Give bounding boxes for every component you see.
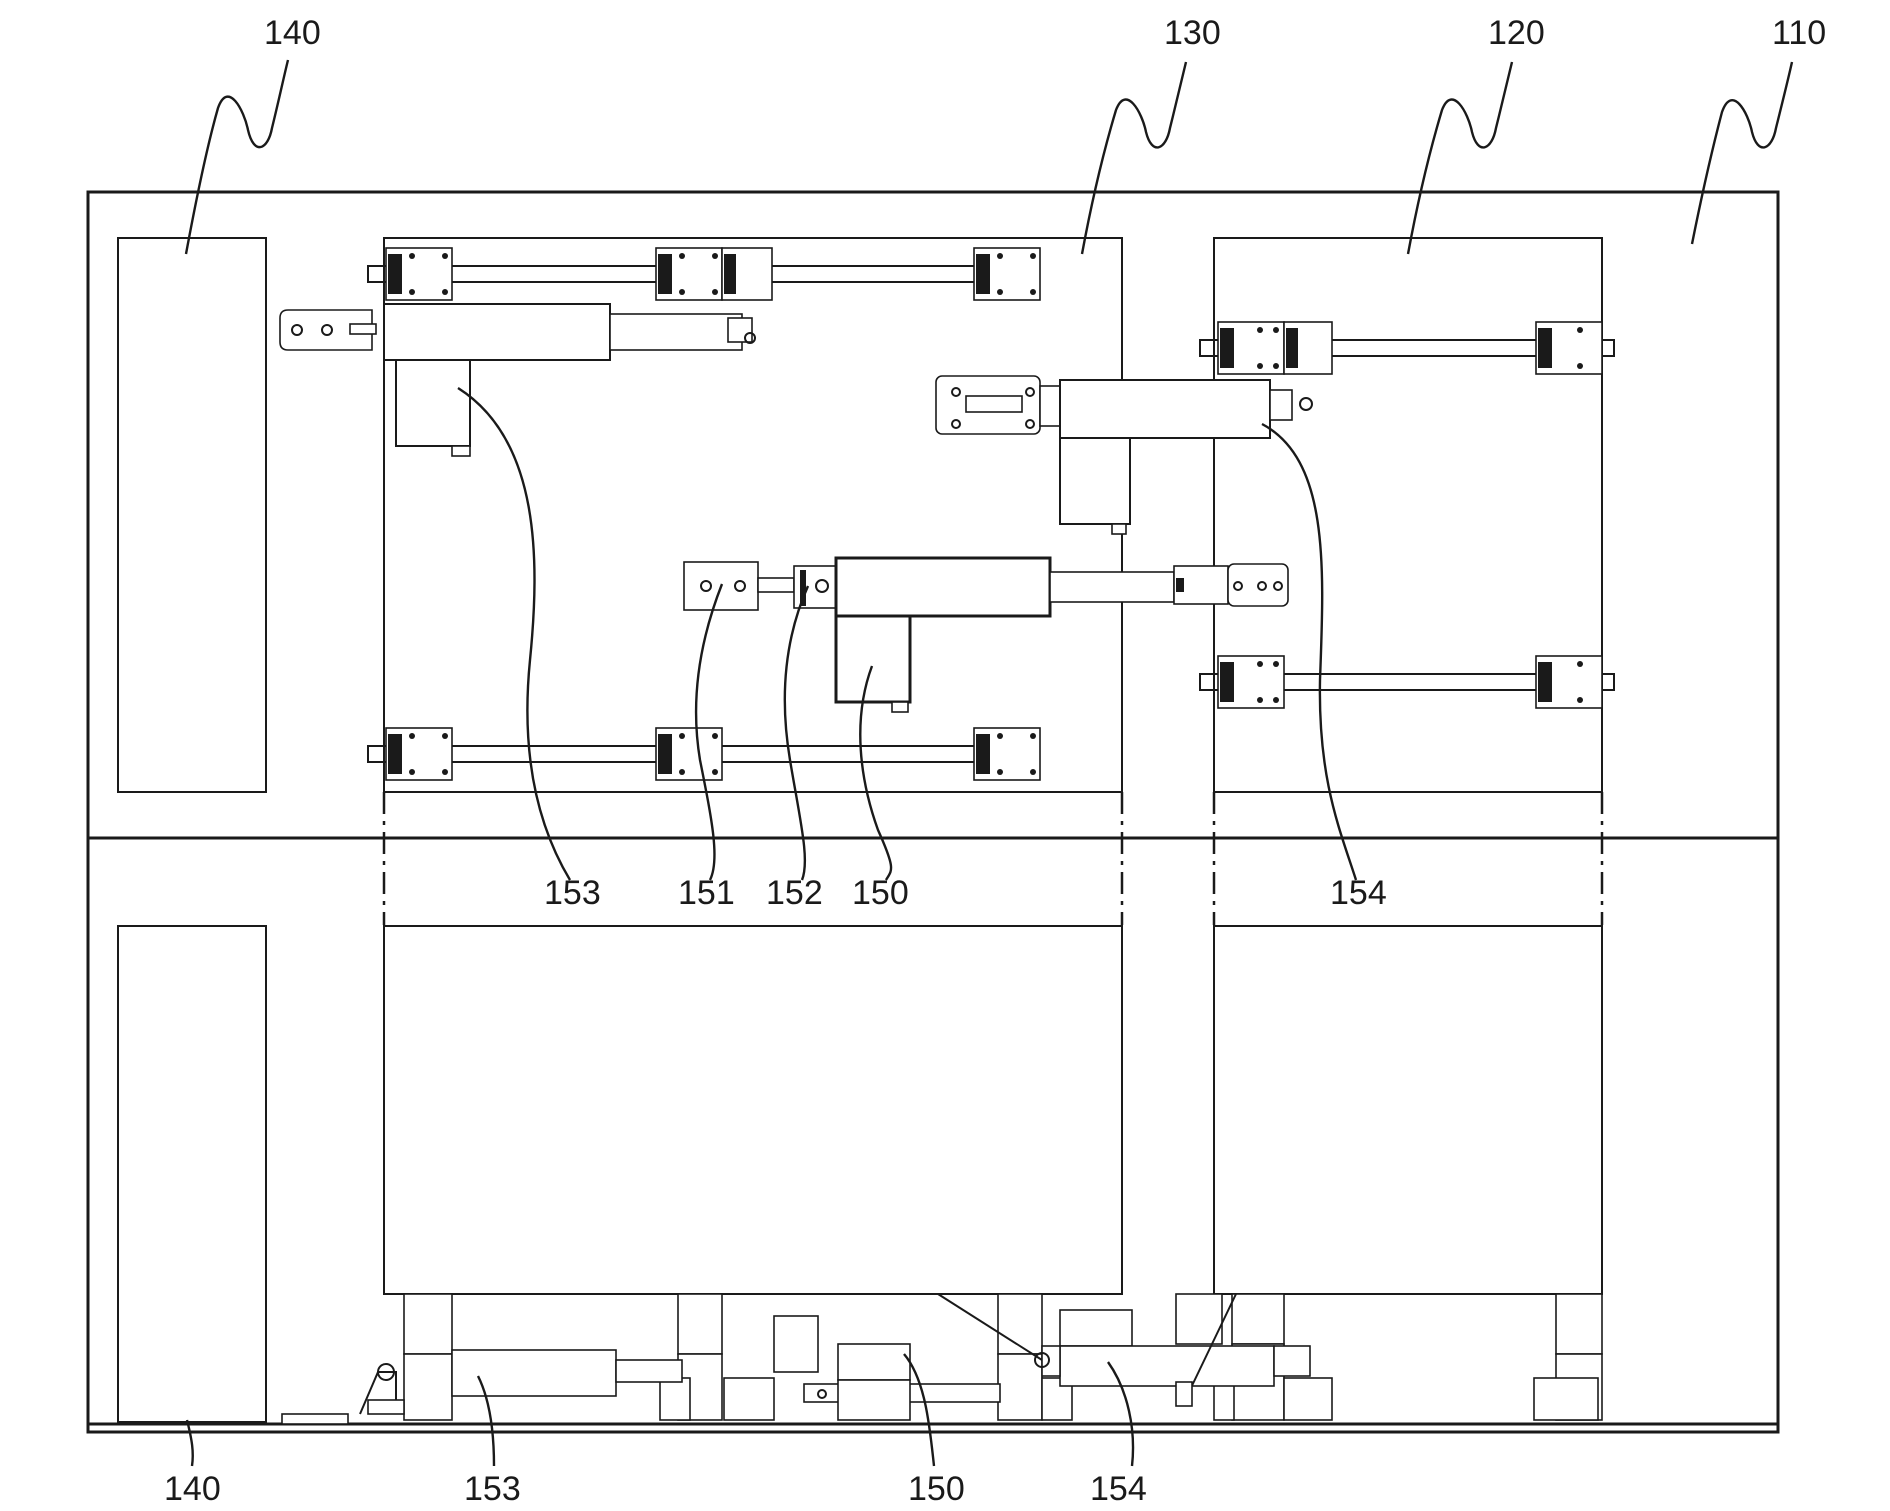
actuator-154-top [935, 375, 1313, 535]
label-120-top: 120 [1488, 14, 1545, 52]
rail-130-upper [367, 247, 1041, 301]
rail-120-lower [1199, 655, 1615, 709]
panel-130-side [383, 791, 1602, 1295]
label-110-top: 110 [1772, 14, 1826, 52]
leader-lines [184, 59, 1794, 1467]
actuator-153-side [359, 1349, 683, 1415]
frame-110 [86, 190, 1780, 1434]
label-130-top: 130 [1164, 14, 1221, 52]
panel-140-top [117, 237, 267, 793]
label-150-mid: 150 [852, 874, 909, 912]
label-151-mid: 151 [678, 874, 735, 912]
rail-120-upper [1199, 321, 1615, 375]
rail-130-lower [367, 727, 1041, 781]
label-140-top: 140 [264, 14, 321, 52]
label-150-bottom: 150 [908, 1470, 965, 1508]
panel-120-side [1213, 925, 1603, 1295]
actuator-153-top [279, 303, 756, 457]
label-152-mid: 152 [766, 874, 823, 912]
actuator-154-side [937, 1293, 1311, 1407]
panel-120-top [1213, 237, 1603, 793]
actuator-150-side [773, 1315, 1001, 1421]
label-154-bottom: 154 [1090, 1470, 1147, 1508]
label-153-bottom: 153 [464, 1470, 521, 1508]
actuator-150-top [683, 556, 1289, 713]
base-plate [88, 1413, 1778, 1426]
label-153-mid: 153 [544, 874, 601, 912]
side-view-dashed-edges [86, 792, 1780, 1432]
reference-labels: 140 130 120 110 153 151 152 150 154 140 … [164, 14, 1826, 1508]
side-supports [403, 1293, 1603, 1421]
label-154-mid: 154 [1330, 874, 1387, 912]
label-140-bottom: 140 [164, 1470, 221, 1508]
panel-140-side [117, 925, 267, 1423]
